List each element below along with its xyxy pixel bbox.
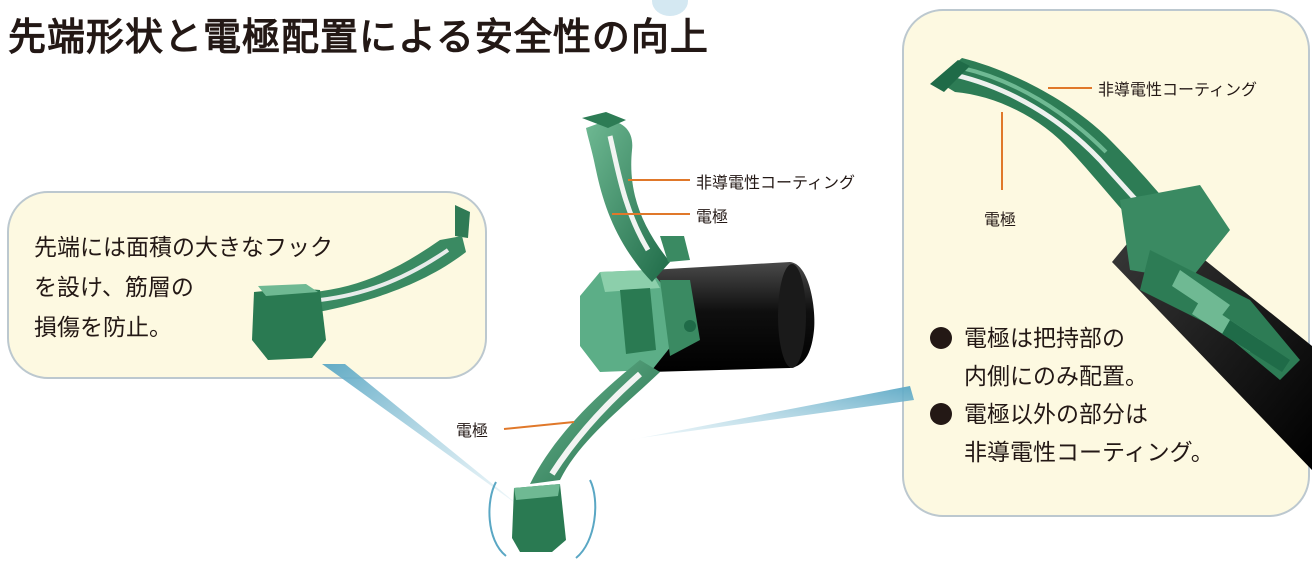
bullet-dot-icon — [930, 403, 952, 425]
center-electrode-lower-leader — [503, 421, 575, 430]
bullet-1-line-1: 電極は把持部の — [964, 326, 1125, 352]
right-jaw-hinge — [1120, 185, 1230, 280]
page-title: 先端形状と電極配置による安全性の向上 — [8, 15, 709, 59]
center-electrode-upper-label: 電極 — [696, 207, 729, 226]
left-callout-line-3: 損傷を防止。 — [34, 315, 172, 341]
center-device — [488, 112, 815, 559]
right-callout — [902, 9, 1312, 517]
bullet-item: 電極は把持部の — [930, 320, 1214, 358]
left-callout-panel — [7, 191, 487, 379]
bullet-2-line-1: 電極以外の部分は — [964, 402, 1148, 428]
right-electrode-label: 電極 — [984, 210, 1017, 229]
bullet-item: 電極以外の部分は — [930, 396, 1214, 434]
callout-pointer-left — [322, 364, 522, 508]
bullet-2-line-2: 非導電性コーティング。 — [964, 440, 1214, 466]
title-decoration — [652, 0, 688, 16]
right-callout-panel — [902, 9, 1310, 517]
center-coating-label: 非導電性コーティング — [696, 173, 856, 192]
left-callout — [7, 191, 487, 379]
center-electrode-lower-label: 電極 — [456, 421, 489, 440]
left-callout-line-2: を設け、筋層の — [34, 275, 194, 301]
bullet-dot-icon — [930, 327, 952, 349]
left-callout-text: 先端には面積の大きなフック を設け、筋層の 損傷を防止。 — [34, 228, 333, 348]
right-jaw-arm — [935, 58, 1178, 240]
callout-pointer-right — [630, 386, 914, 440]
center-lower-tip — [512, 484, 566, 552]
callout-hook-zoom — [252, 205, 470, 360]
right-bullet-list: 電極は把持部の 内側にのみ配置。 電極以外の部分は 非導電性コーティング。 — [930, 320, 1214, 472]
tip-highlight-bracket — [488, 479, 597, 559]
right-coating-label: 非導電性コーティング — [1098, 80, 1258, 99]
bullet-1-line-2: 内側にのみ配置。 — [964, 364, 1148, 390]
left-callout-line-1: 先端には面積の大きなフック — [34, 235, 333, 261]
